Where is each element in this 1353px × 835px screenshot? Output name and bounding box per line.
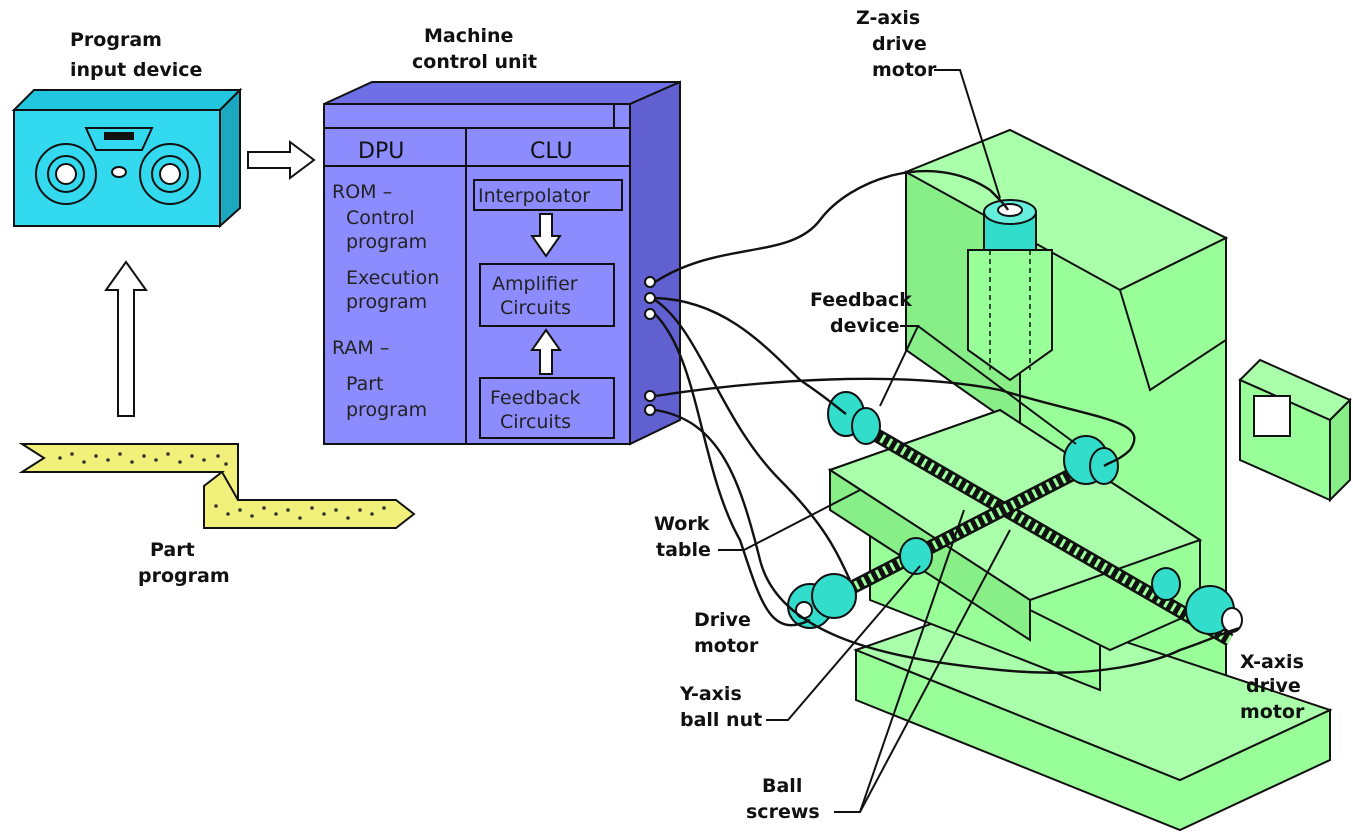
input-device-title-1: Program [70, 29, 162, 51]
control-pendant-icon [1240, 360, 1350, 500]
tape-label-1: Part [150, 539, 195, 561]
feedback-device-left-icon [828, 392, 880, 444]
ram-label: RAM – [332, 337, 389, 359]
y-axis-drive-motor-icon [788, 574, 856, 628]
feedback-device-label-1: Feedback [810, 289, 912, 311]
y-axis-ball-nut-label-1: Y-axis [679, 683, 742, 705]
arrow-to-mcu-icon [248, 142, 314, 178]
amplifier-label-2: Circuits [500, 297, 571, 319]
machine-control-unit: DPU CLU ROM – Control program Execution … [324, 25, 680, 444]
x-axis-label-2: drive [1246, 675, 1301, 697]
clu-header: CLU [530, 139, 573, 164]
drive-motor-label-2: motor [694, 635, 759, 657]
ball-screws-label-2: screws [746, 801, 820, 823]
y-axis-ball-nut-label-2: ball nut [680, 709, 762, 731]
ball-screws-label-1: Ball [762, 775, 802, 797]
x-axis-label-1: X-axis [1240, 651, 1304, 673]
feedback-label-1: Feedback [490, 387, 580, 409]
part-program-1: Part [346, 373, 384, 395]
rom-label: ROM – [332, 181, 392, 203]
input-device-title-2: input device [70, 59, 202, 81]
part-program-2: program [346, 399, 427, 421]
z-axis-label-2: drive [872, 33, 927, 55]
tape-label-2: program [138, 565, 230, 587]
mcu-title-1: Machine [424, 25, 513, 47]
interpolator-label: Interpolator [478, 185, 590, 207]
execution-program-2: program [346, 291, 427, 313]
arrow-up-icon [106, 262, 146, 416]
y-axis-ball-nut-icon [900, 538, 932, 574]
program-input-device: Program input device [14, 29, 240, 226]
dpu-header: DPU [358, 139, 404, 164]
punched-tape: Part program [22, 444, 414, 587]
mcu-title-2: control unit [412, 51, 537, 73]
amplifier-label-1: Amplifier [492, 273, 578, 295]
z-axis-motor-icon [984, 200, 1036, 250]
control-program-2: program [346, 231, 427, 253]
milling-machine [788, 130, 1350, 830]
x-axis-label-3: motor [1240, 701, 1305, 723]
z-axis-label-1: Z-axis [856, 7, 920, 29]
feedback-device-label-2: device [830, 315, 900, 337]
feedback-label-2: Circuits [500, 411, 571, 433]
work-table-label-2: table [656, 539, 711, 561]
drive-motor-label-1: Drive [694, 609, 751, 631]
execution-program-1: Execution [346, 267, 439, 289]
work-table-label-1: Work [654, 513, 710, 535]
control-program-1: Control [346, 207, 415, 229]
z-axis-label-3: motor [872, 59, 937, 81]
